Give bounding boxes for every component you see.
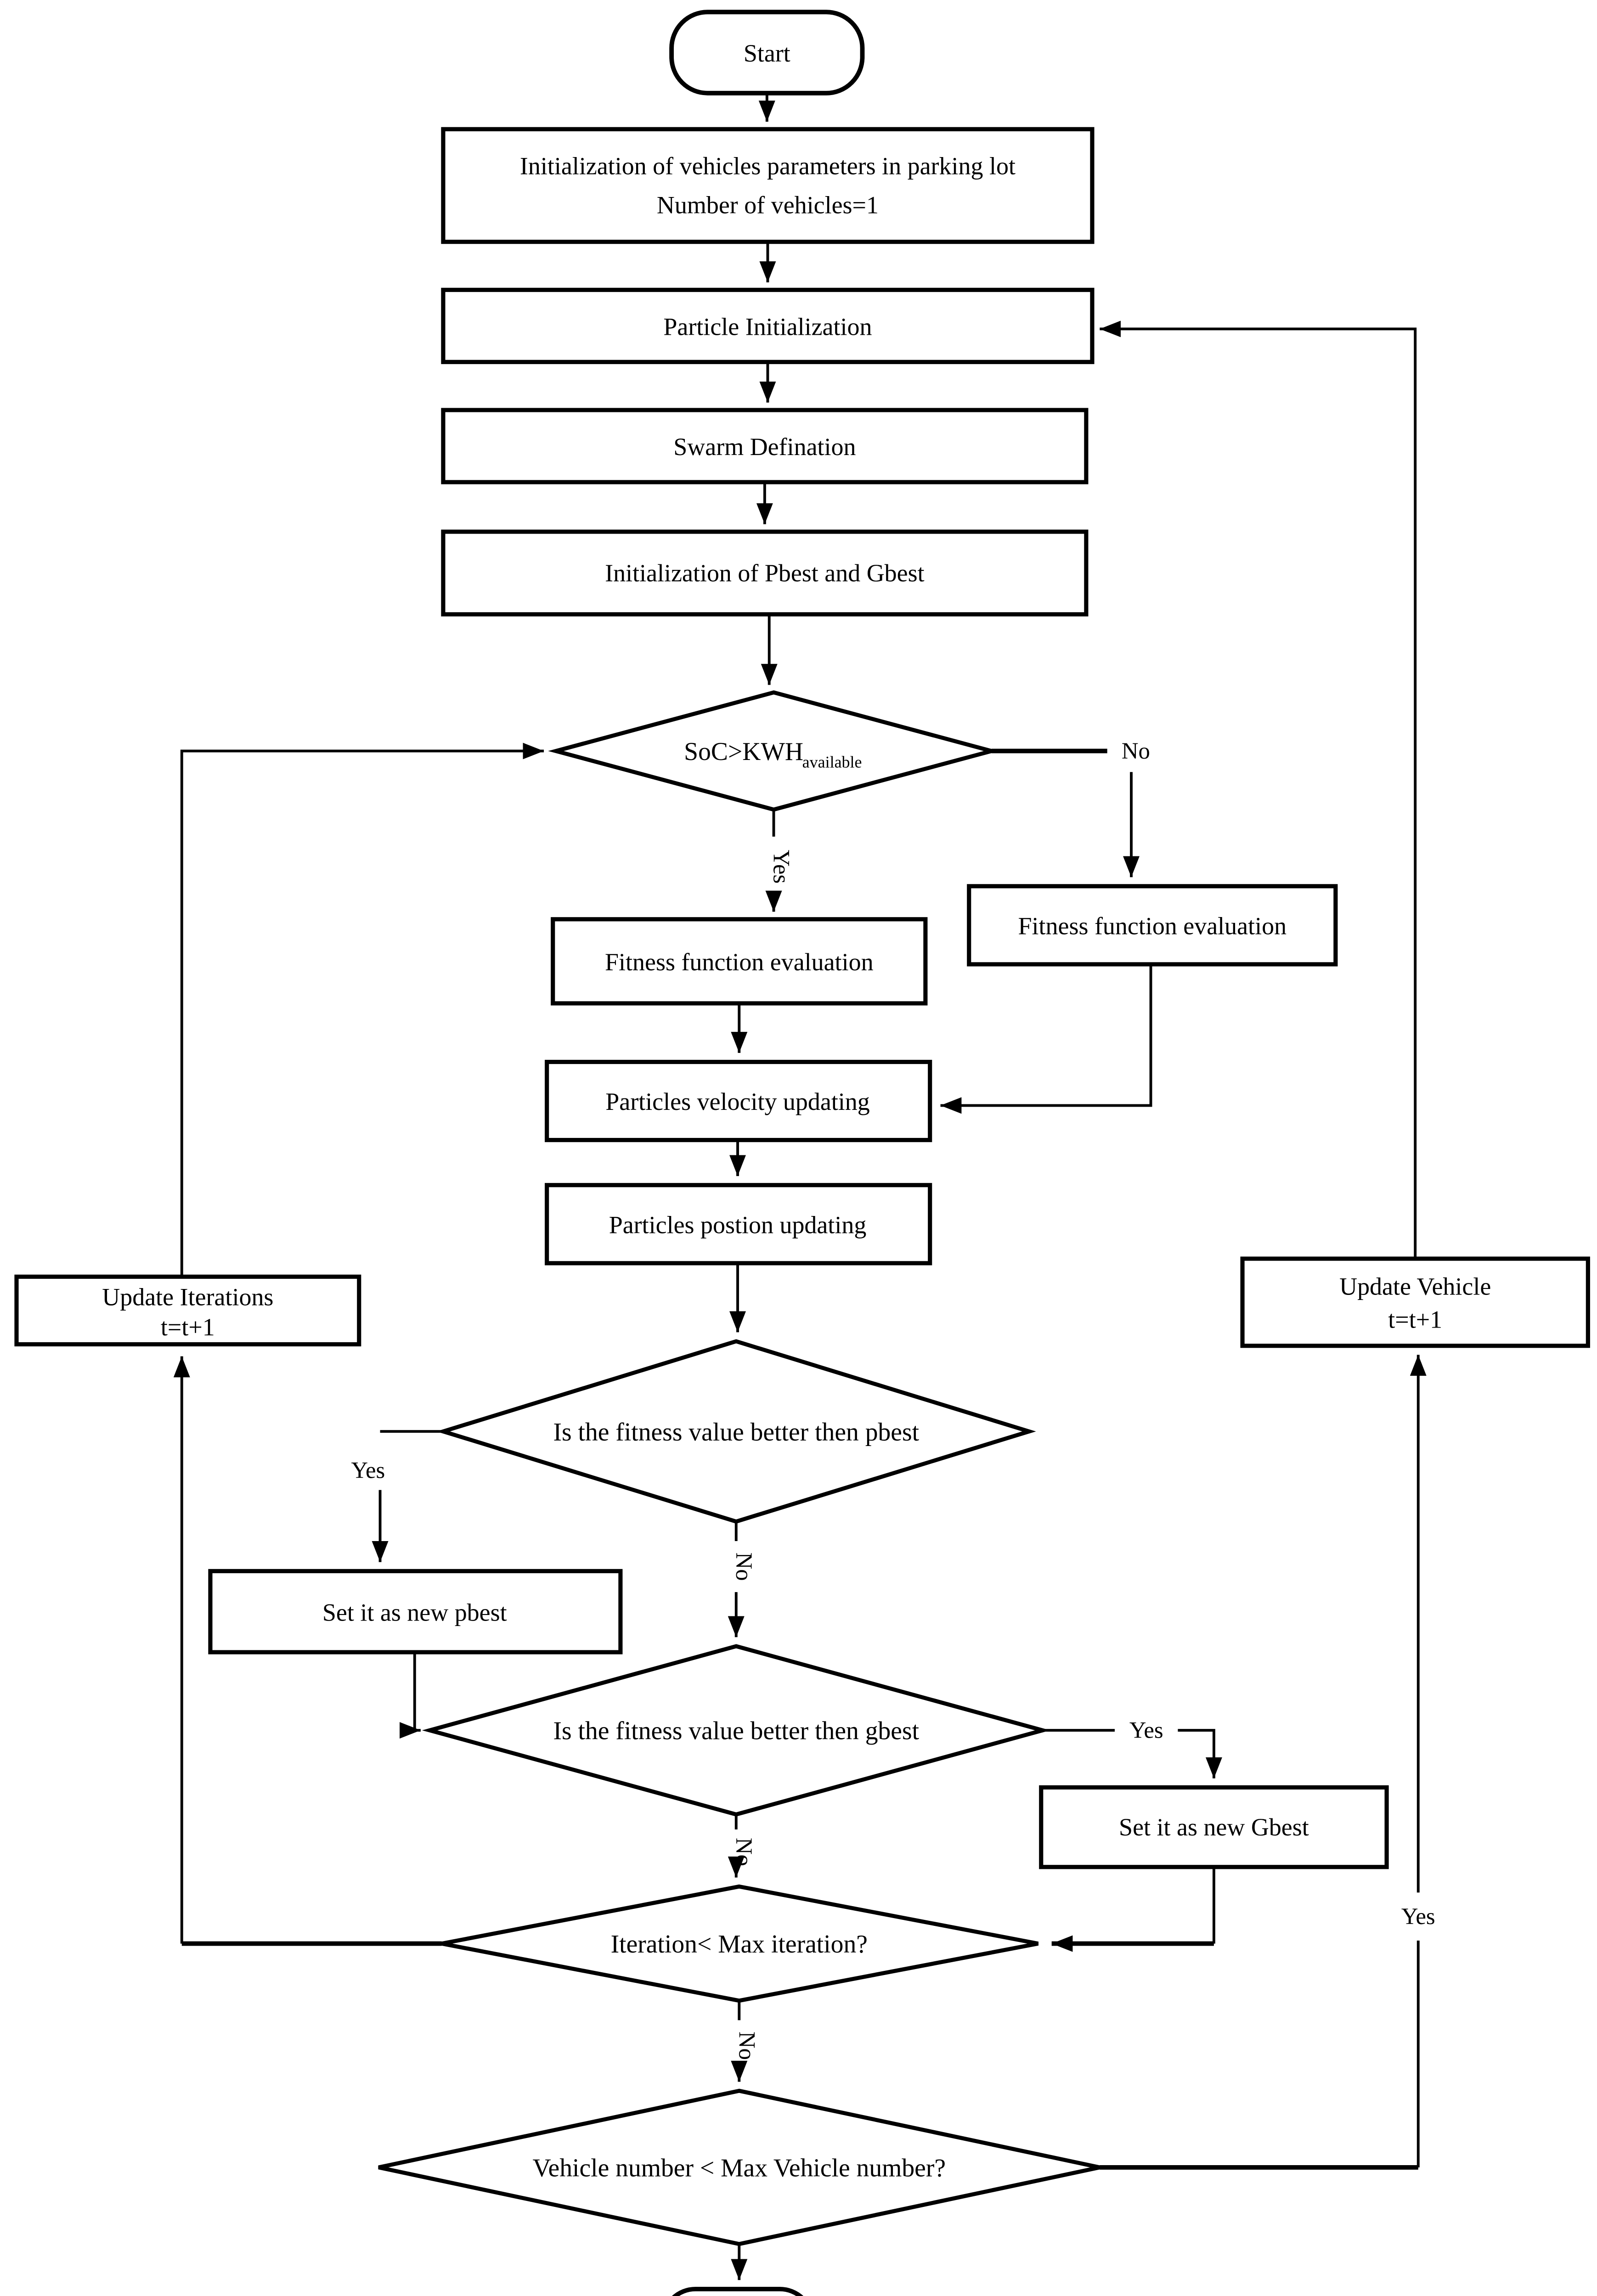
label-pbest-no: No xyxy=(731,1553,757,1581)
position-update-shape xyxy=(545,1183,932,1266)
init-pbest-gbest-label: Initialization of Pbest and Gbest xyxy=(605,559,924,587)
stop-node: Stop xyxy=(672,2287,804,2296)
edge-gbest-yes-stub2 xyxy=(1178,1729,1222,1778)
update-vehicle-node: Update Vehicle t=t+1 xyxy=(1240,1256,1590,1348)
particle-init-label: Particle Initialization xyxy=(663,313,872,340)
label-soc-yes: Yes xyxy=(769,850,795,884)
position-update-label: Particles postion updating xyxy=(609,1211,867,1238)
soc-decision-label: SoC>KWH xyxy=(684,737,803,766)
iteration-decision-shape xyxy=(441,1884,1039,2003)
set-pbest-label: Set it as new pbest xyxy=(322,1598,507,1626)
vehicle-decision-label: Vehicle number < Max Vehicle number? xyxy=(533,2154,946,2183)
soc-decision-node: SoC>KWH available xyxy=(548,690,999,812)
label-pbest-yes: Yes xyxy=(351,1458,385,1483)
init-vehicles-line2: Number of vehicles=1 xyxy=(657,191,879,219)
iteration-decision-node: Iteration< Max iteration? xyxy=(441,1884,1039,2003)
soc-decision-shape xyxy=(548,690,999,812)
swarm-defination-label: Swarm Defination xyxy=(673,433,856,461)
stop-node-shape xyxy=(672,2287,804,2296)
init-pbest-gbest-shape xyxy=(441,529,1089,617)
swarm-defination-node: Swarm Defination xyxy=(441,408,1089,484)
label-iteration-no: No xyxy=(734,2032,760,2060)
particle-init-shape xyxy=(441,287,1095,364)
edge-updatevehicle-to-particle xyxy=(1100,321,1417,1259)
init-vehicles-shape xyxy=(441,127,1095,244)
set-pbest-shape xyxy=(208,1569,623,1654)
update-vehicle-shape xyxy=(1240,1256,1590,1348)
set-pbest-node: Set it as new pbest xyxy=(208,1569,623,1654)
fitness-eval-center-node: Fitness function evaluation xyxy=(551,917,928,1006)
iteration-decision-label: Iteration< Max iteration? xyxy=(611,1930,868,1958)
edge-fitness-right-to-velocity xyxy=(940,964,1152,1114)
update-iterations-line2: t=t+1 xyxy=(161,1313,215,1341)
start-node: Start xyxy=(669,10,865,96)
update-iterations-shape xyxy=(14,1274,361,1347)
start-node-shape xyxy=(669,10,865,96)
start-node-label: Start xyxy=(744,39,790,67)
update-iterations-line1: Update Iterations xyxy=(102,1283,273,1311)
soc-decision-subscript: available xyxy=(802,753,862,771)
update-vehicle-line1: Update Vehicle xyxy=(1339,1273,1491,1300)
label-gbest-yes: Yes xyxy=(1129,1717,1163,1743)
fitness-eval-right-label: Fitness function evaluation xyxy=(1018,912,1287,940)
gbest-decision-node: Is the fitness value better then gbest xyxy=(422,1644,1050,1817)
edge-labels: Yes No Yes No Yes No No Yes xyxy=(351,738,1435,2060)
fitness-eval-right-shape xyxy=(967,884,1338,967)
particle-init-node: Particle Initialization xyxy=(441,287,1095,364)
pbest-decision-label: Is the fitness value better then pbest xyxy=(553,1418,919,1446)
fitness-eval-center-label: Fitness function evaluation xyxy=(605,948,874,976)
label-soc-no: No xyxy=(1122,738,1150,764)
label-gbest-no: No xyxy=(731,1838,757,1866)
vehicle-decision-shape xyxy=(378,2088,1100,2246)
edge-update-iterations-to-soc xyxy=(180,743,544,1276)
set-gbest-shape xyxy=(1039,1785,1389,1869)
update-vehicle-line2: t=t+1 xyxy=(1388,1306,1442,1333)
set-gbest-label: Set it as new Gbest xyxy=(1119,1813,1309,1841)
fitness-eval-center-shape xyxy=(551,917,928,1006)
velocity-update-shape xyxy=(545,1059,932,1142)
vehicle-decision-node: Vehicle number < Max Vehicle number? xyxy=(378,2088,1100,2246)
swarm-defination-shape xyxy=(441,408,1089,484)
edge-setpbest-to-gbest xyxy=(400,1652,421,1739)
pbest-decision-shape xyxy=(436,1339,1036,1524)
gbest-decision-shape xyxy=(422,1644,1050,1817)
init-vehicles-line1: Initialization of vehicles parameters in… xyxy=(520,152,1016,180)
label-vehicle-yes: Yes xyxy=(1401,1903,1435,1929)
velocity-update-label: Particles velocity updating xyxy=(605,1088,870,1115)
edges xyxy=(173,93,1427,2280)
velocity-update-node: Particles velocity updating xyxy=(545,1059,932,1142)
update-iterations-node: Update Iterations t=t+1 xyxy=(14,1274,361,1347)
init-vehicles-node: Initialization of vehicles parameters in… xyxy=(441,127,1095,244)
fitness-eval-right-node: Fitness function evaluation xyxy=(967,884,1338,967)
init-pbest-gbest-node: Initialization of Pbest and Gbest xyxy=(441,529,1089,617)
pbest-decision-node: Is the fitness value better then pbest xyxy=(436,1339,1036,1524)
nodes: Start Initialization of vehicles paramet… xyxy=(14,10,1590,2296)
set-gbest-node: Set it as new Gbest xyxy=(1039,1785,1389,1869)
position-update-node: Particles postion updating xyxy=(545,1183,932,1266)
gbest-decision-label: Is the fitness value better then gbest xyxy=(553,1717,919,1745)
